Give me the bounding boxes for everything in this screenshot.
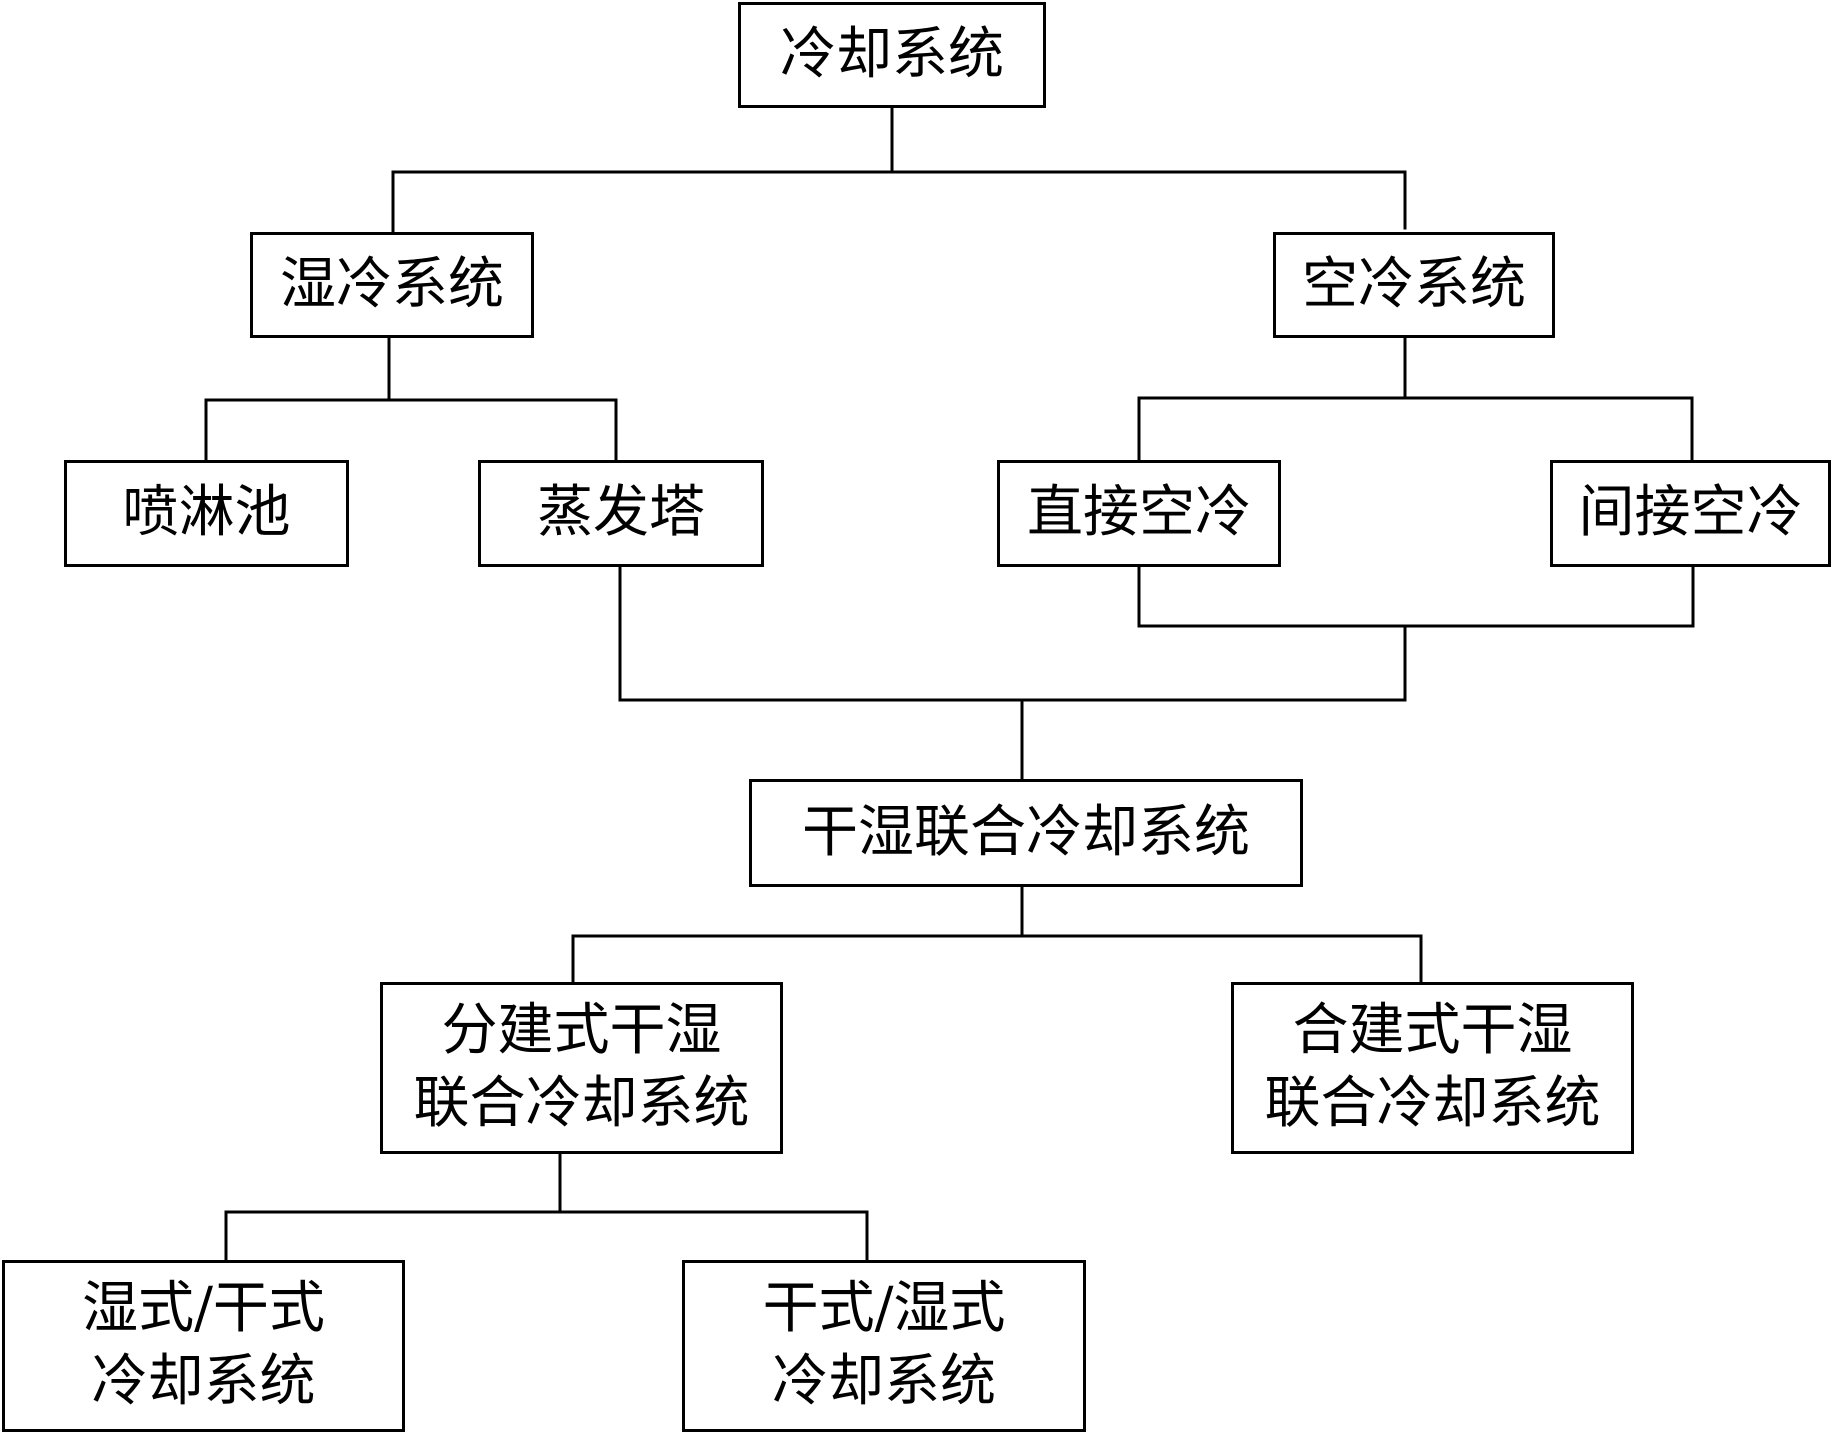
node-combined-hybrid-system: 合建式干湿 联合冷却系统 [1231,982,1634,1154]
node-label: 间接空冷 [1578,480,1803,546]
node-label: 干湿联合冷却系统 [802,799,1250,865]
node-evaporative-tower: 蒸发塔 [478,460,764,567]
connector-separate-branch [224,1210,869,1264]
node-label: 湿式/干式 冷却系统 [82,1276,325,1414]
node-spray-pond: 喷淋池 [64,460,349,567]
node-label: 蒸发塔 [537,480,705,546]
connector-air-merge [1137,564,1695,628]
node-label: 合建式干湿 联合冷却系统 [1264,998,1601,1136]
node-indirect-air-cooling: 间接空冷 [1550,460,1831,567]
node-label: 分建式干湿 联合冷却系统 [413,998,750,1136]
node-separate-hybrid-system: 分建式干湿 联合冷却系统 [380,982,783,1154]
node-cooling-system: 冷却系统 [738,2,1046,108]
connector-root-branch [391,170,1407,240]
node-wet-cooling-system: 湿冷系统 [250,232,534,338]
connector-air-branch [1137,396,1694,462]
connector-tower-merge [618,564,1407,702]
node-label: 冷却系统 [780,21,1004,87]
node-hybrid-cooling-system: 干湿联合冷却系统 [749,779,1303,887]
node-direct-air-cooling: 直接空冷 [997,460,1281,567]
node-label: 干式/湿式 冷却系统 [762,1276,1006,1414]
connector-hybrid-branch [571,934,1423,984]
node-dry-wet-cooling-system: 干式/湿式 冷却系统 [682,1260,1086,1432]
connector-wet-branch [204,398,618,462]
node-label: 湿冷系统 [280,251,504,317]
node-label: 空冷系统 [1302,251,1526,317]
node-air-cooling-system: 空冷系统 [1273,232,1555,338]
node-label: 直接空冷 [1027,480,1251,546]
node-label: 喷淋池 [122,480,291,546]
node-wet-dry-cooling-system: 湿式/干式 冷却系统 [2,1260,405,1432]
